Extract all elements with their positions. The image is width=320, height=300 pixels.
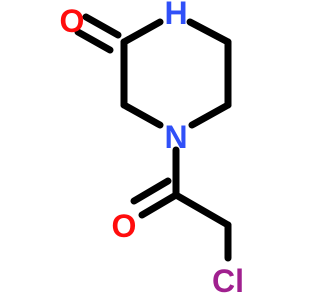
bond-ch2-n [188, 101, 232, 129]
bond-c-nh [120, 18, 164, 46]
amine-nitrogen-label: N [164, 119, 187, 155]
chlorine-label: Cl [212, 263, 244, 299]
bond-carbonyl-double-2 [74, 28, 114, 54]
bond-n-ch2-left [120, 101, 164, 129]
bond-nh-ch2 [186, 18, 232, 46]
bond-cacyl-ch2 [172, 191, 232, 229]
acyl-oxygen-label: O [112, 208, 137, 244]
amide-nh-label: H [164, 0, 187, 31]
molecule-diagram: O H N O Cl [59, 0, 244, 299]
bond-acyl-double-1 [138, 191, 180, 219]
bonds [74, 13, 232, 262]
carbonyl-oxygen-label: O [60, 3, 85, 39]
structure-svg: O H N O Cl [60, 0, 244, 299]
bond-carbonyl-double-1 [82, 13, 122, 39]
bond-acyl-double-2 [130, 177, 172, 205]
